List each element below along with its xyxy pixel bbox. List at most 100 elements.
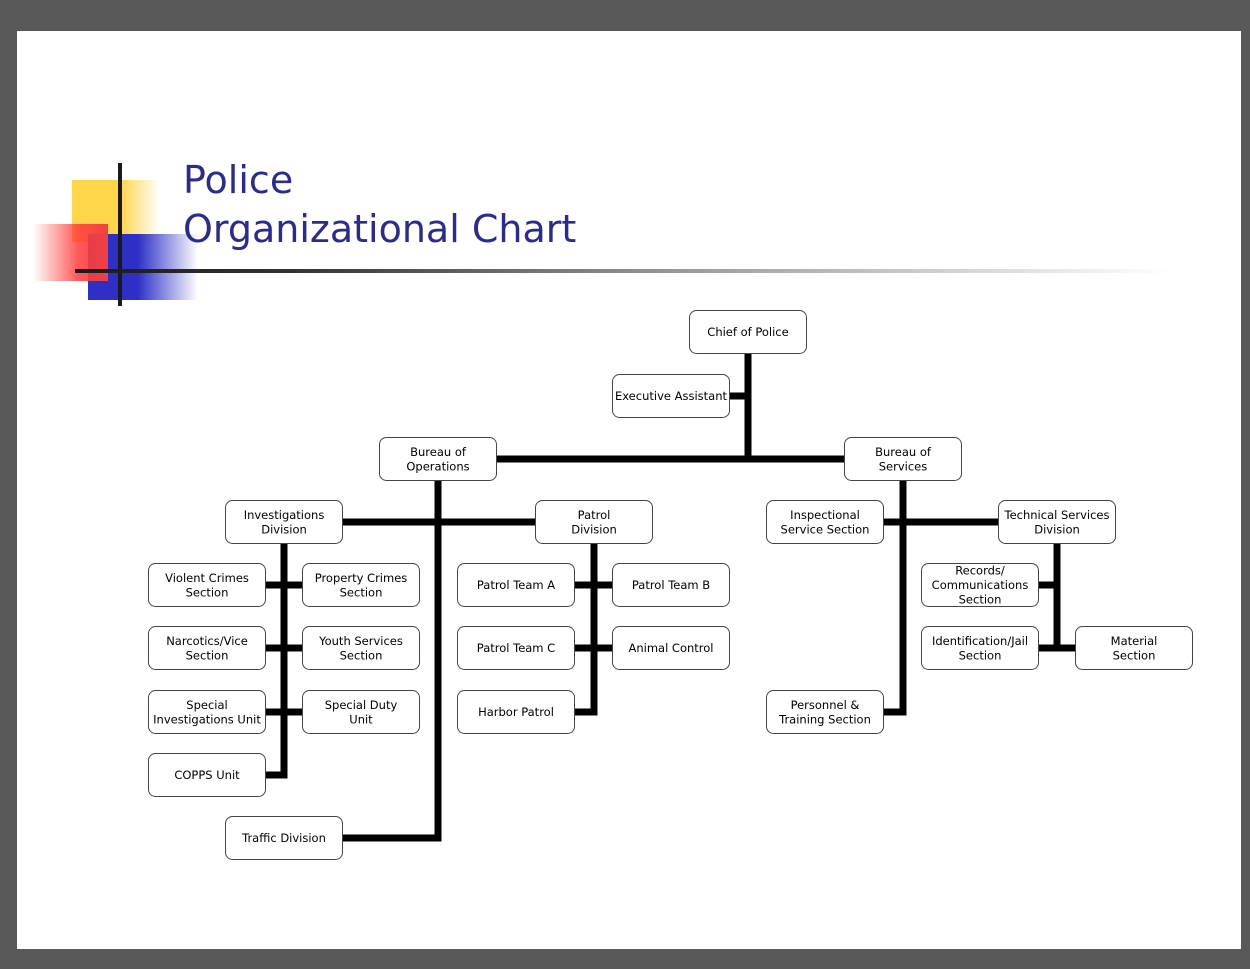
org-node-exec: Executive Assistant (612, 374, 730, 418)
org-node-box (766, 500, 884, 544)
org-node-label: Special Duty (325, 698, 398, 712)
org-node-harbor: Harbor Patrol (457, 690, 575, 734)
org-node-label: Traffic Division (241, 831, 326, 845)
org-node-label: Investigations (244, 508, 325, 522)
org-node-label: Section (1113, 648, 1156, 662)
org-node-label: Violent Crimes (165, 571, 249, 585)
org-node-label: Communications (932, 578, 1029, 592)
org-node-label: Section (340, 585, 383, 599)
org-node-label: Executive Assistant (615, 389, 728, 403)
org-node-label: Training Section (778, 712, 871, 726)
org-node-label: Section (959, 648, 1002, 662)
org-node-box (148, 753, 266, 797)
slide-title: Police Organizational Chart (183, 156, 576, 254)
org-node-label: Identification/Jail (932, 634, 1028, 648)
org-node-label: Property Crimes (315, 571, 408, 585)
org-node-animal: Animal Control (612, 626, 730, 670)
org-node-label: Investigations Unit (153, 712, 261, 726)
org-node-label: Patrol Team B (632, 578, 710, 592)
org-node-label: Division (1034, 522, 1080, 536)
org-node-label: Technical Services (1004, 508, 1110, 522)
org-node-copps: COPPS Unit (148, 753, 266, 797)
org-node-box (689, 310, 807, 354)
org-node-label: Section (959, 593, 1002, 607)
slide-title-line2: Organizational Chart (183, 207, 577, 251)
org-node-box (302, 563, 420, 607)
org-node-label: Narcotics/Vice (166, 634, 248, 648)
org-node-box (457, 626, 575, 670)
org-node-label: Section (186, 648, 229, 662)
org-node-box (225, 816, 343, 860)
org-node-box (457, 563, 575, 607)
org-node-traffic: Traffic Division (225, 816, 343, 860)
org-node-label: Youth Services (318, 634, 403, 648)
org-node-label: Personnel & (791, 698, 860, 712)
org-node-chief: Chief of Police (689, 310, 807, 354)
org-node-label: Division (261, 522, 307, 536)
org-node-label: Bureau of (410, 445, 467, 459)
org-node-label: Inspectional (790, 508, 860, 522)
org-node-box (225, 500, 343, 544)
org-node-label: Material (1111, 634, 1158, 648)
title-underline (75, 269, 1170, 273)
org-node-label: Services (879, 459, 928, 473)
org-node-label: Section (340, 648, 383, 662)
org-node-label: Harbor Patrol (478, 705, 554, 719)
org-node-box (148, 690, 266, 734)
org-node-label: Special (186, 698, 227, 712)
org-node-box (379, 437, 497, 481)
org-node-label: Bureau of (875, 445, 932, 459)
org-node-label: Operations (406, 459, 469, 473)
org-node-label: Unit (349, 712, 373, 726)
org-node-pta: Patrol Team A (457, 563, 575, 607)
org-node-label: Service Section (781, 522, 870, 536)
org-node-box (766, 690, 884, 734)
org-node-personnel: Personnel &Training Section (766, 690, 884, 734)
org-node-label: COPPS Unit (174, 768, 240, 782)
org-node-box (148, 626, 266, 670)
slide-title-line1: Police (183, 158, 294, 202)
org-node-label: Animal Control (628, 641, 713, 655)
org-chart-connectors (261, 348, 1080, 842)
org-node-label: Patrol (578, 508, 611, 522)
org-node-box (302, 626, 420, 670)
org-node-box (998, 500, 1116, 544)
org-node-box (535, 500, 653, 544)
org-node-box (457, 690, 575, 734)
org-node-label: Chief of Police (707, 325, 788, 339)
org-node-box (1075, 626, 1193, 670)
org-node-box (148, 563, 266, 607)
org-node-label: Section (186, 585, 229, 599)
org-node-box (921, 563, 1039, 607)
org-node-box (612, 626, 730, 670)
org-node-label: Patrol Team C (477, 641, 555, 655)
org-node-box (302, 690, 420, 734)
org-node-box (612, 374, 730, 418)
org-node-label: Division (571, 522, 617, 536)
org-node-ptb: Patrol Team B (612, 563, 730, 607)
org-node-ptc: Patrol Team C (457, 626, 575, 670)
org-node-box (612, 563, 730, 607)
org-node-label: Patrol Team A (477, 578, 555, 592)
org-node-label: Records/ (955, 564, 1005, 578)
org-node-box (921, 626, 1039, 670)
org-node-box (844, 437, 962, 481)
decor-vertical-line (118, 163, 122, 306)
